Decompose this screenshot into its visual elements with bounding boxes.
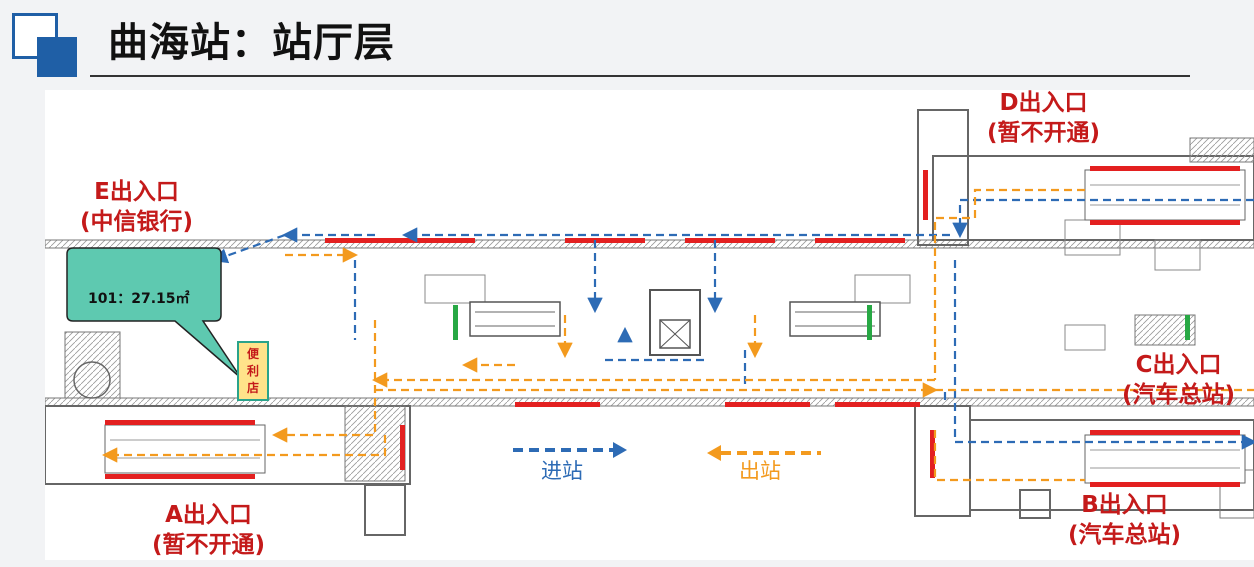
store-label-text: 便利店 bbox=[246, 347, 259, 395]
page-title: 曲海站：站厅层 bbox=[108, 20, 395, 66]
exit-d-note: (暂不开通) bbox=[987, 120, 1101, 146]
exit-a-label: A出入口 (暂不开通) bbox=[152, 500, 265, 560]
legend-exit-label: 出站 bbox=[739, 459, 781, 483]
exit-b-name: B出入口 bbox=[1081, 492, 1168, 518]
exit-d-label: D出入口 (暂不开通) bbox=[987, 88, 1100, 148]
legend-entry-label: 进站 bbox=[541, 459, 583, 483]
exit-b-label: B出入口 (汽车总站) bbox=[1068, 490, 1181, 550]
convenience-store-label: 便利店 bbox=[237, 341, 269, 401]
escalators bbox=[104, 169, 1246, 484]
exit-c-label: C出入口 (汽车总站) bbox=[1122, 350, 1235, 410]
exit-flow-paths bbox=[101, 188, 1254, 482]
exit-d-name: D出入口 bbox=[999, 90, 1088, 116]
logo-outline-square bbox=[12, 13, 58, 59]
exit-b-note: (汽车总站) bbox=[1068, 522, 1182, 548]
exit-a-note: (暂不开通) bbox=[152, 532, 266, 558]
area-callout bbox=[66, 247, 242, 379]
exit-a-name: A出入口 bbox=[165, 502, 252, 528]
exit-e-name: E出入口 bbox=[94, 179, 179, 205]
logo-filled-square bbox=[37, 37, 77, 77]
exit-c-note: (汽车总站) bbox=[1122, 382, 1236, 408]
exit-e-note: (中信银行) bbox=[80, 209, 194, 235]
title-divider bbox=[90, 75, 1190, 77]
legend-arrows bbox=[513, 442, 821, 461]
station-hall-floor-plan bbox=[45, 90, 1254, 560]
ticket-machines bbox=[453, 305, 1190, 340]
hall-walls bbox=[45, 109, 1254, 536]
exit-e-label: E出入口 (中信银行) bbox=[80, 177, 193, 237]
area-callout-text: 101：27.15㎡ bbox=[88, 291, 190, 307]
floor-plan-drawing bbox=[45, 109, 1254, 536]
exit-c-name: C出入口 bbox=[1135, 352, 1222, 378]
entry-flow-paths bbox=[212, 198, 1254, 450]
fare-gates bbox=[105, 166, 1240, 487]
